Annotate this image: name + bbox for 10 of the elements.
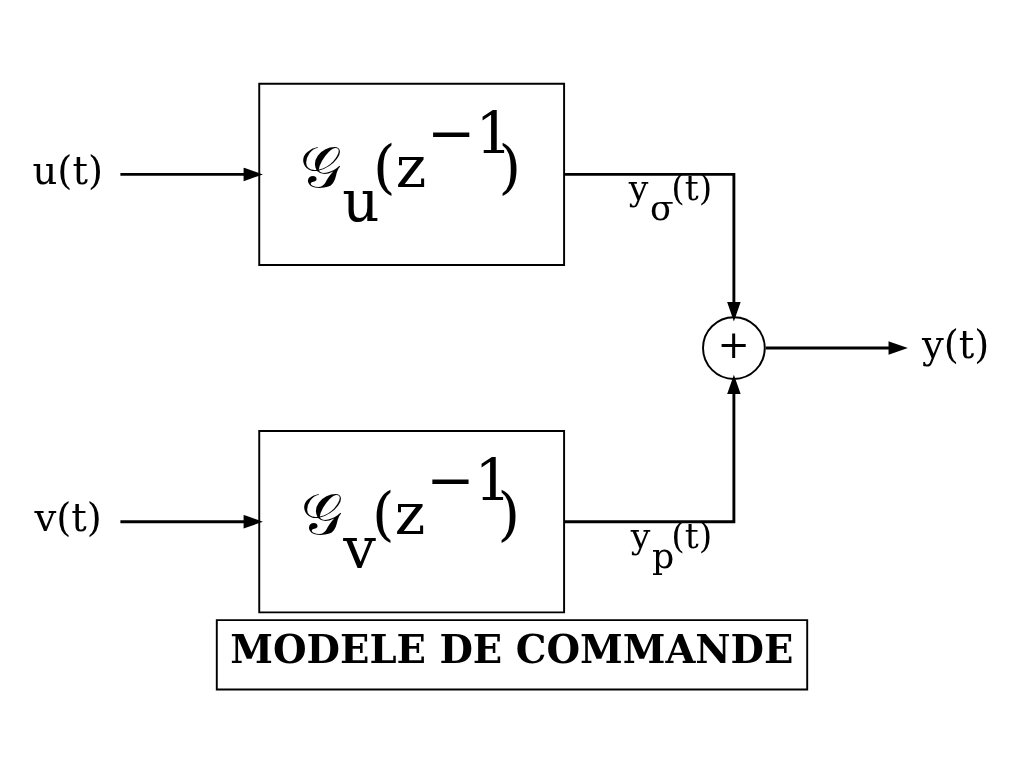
- arrow: [564, 172, 741, 322]
- node-text: u(t): [32, 148, 103, 194]
- arrow: [120, 167, 263, 182]
- node-circle: +: [702, 316, 766, 380]
- node-text: v(t): [34, 495, 102, 541]
- caption: MODELE DE COMMANDE: [230, 626, 794, 672]
- arrow: [120, 514, 263, 529]
- node-text: y(t): [922, 321, 990, 367]
- arrow: [564, 374, 741, 524]
- arrow: [765, 341, 908, 355]
